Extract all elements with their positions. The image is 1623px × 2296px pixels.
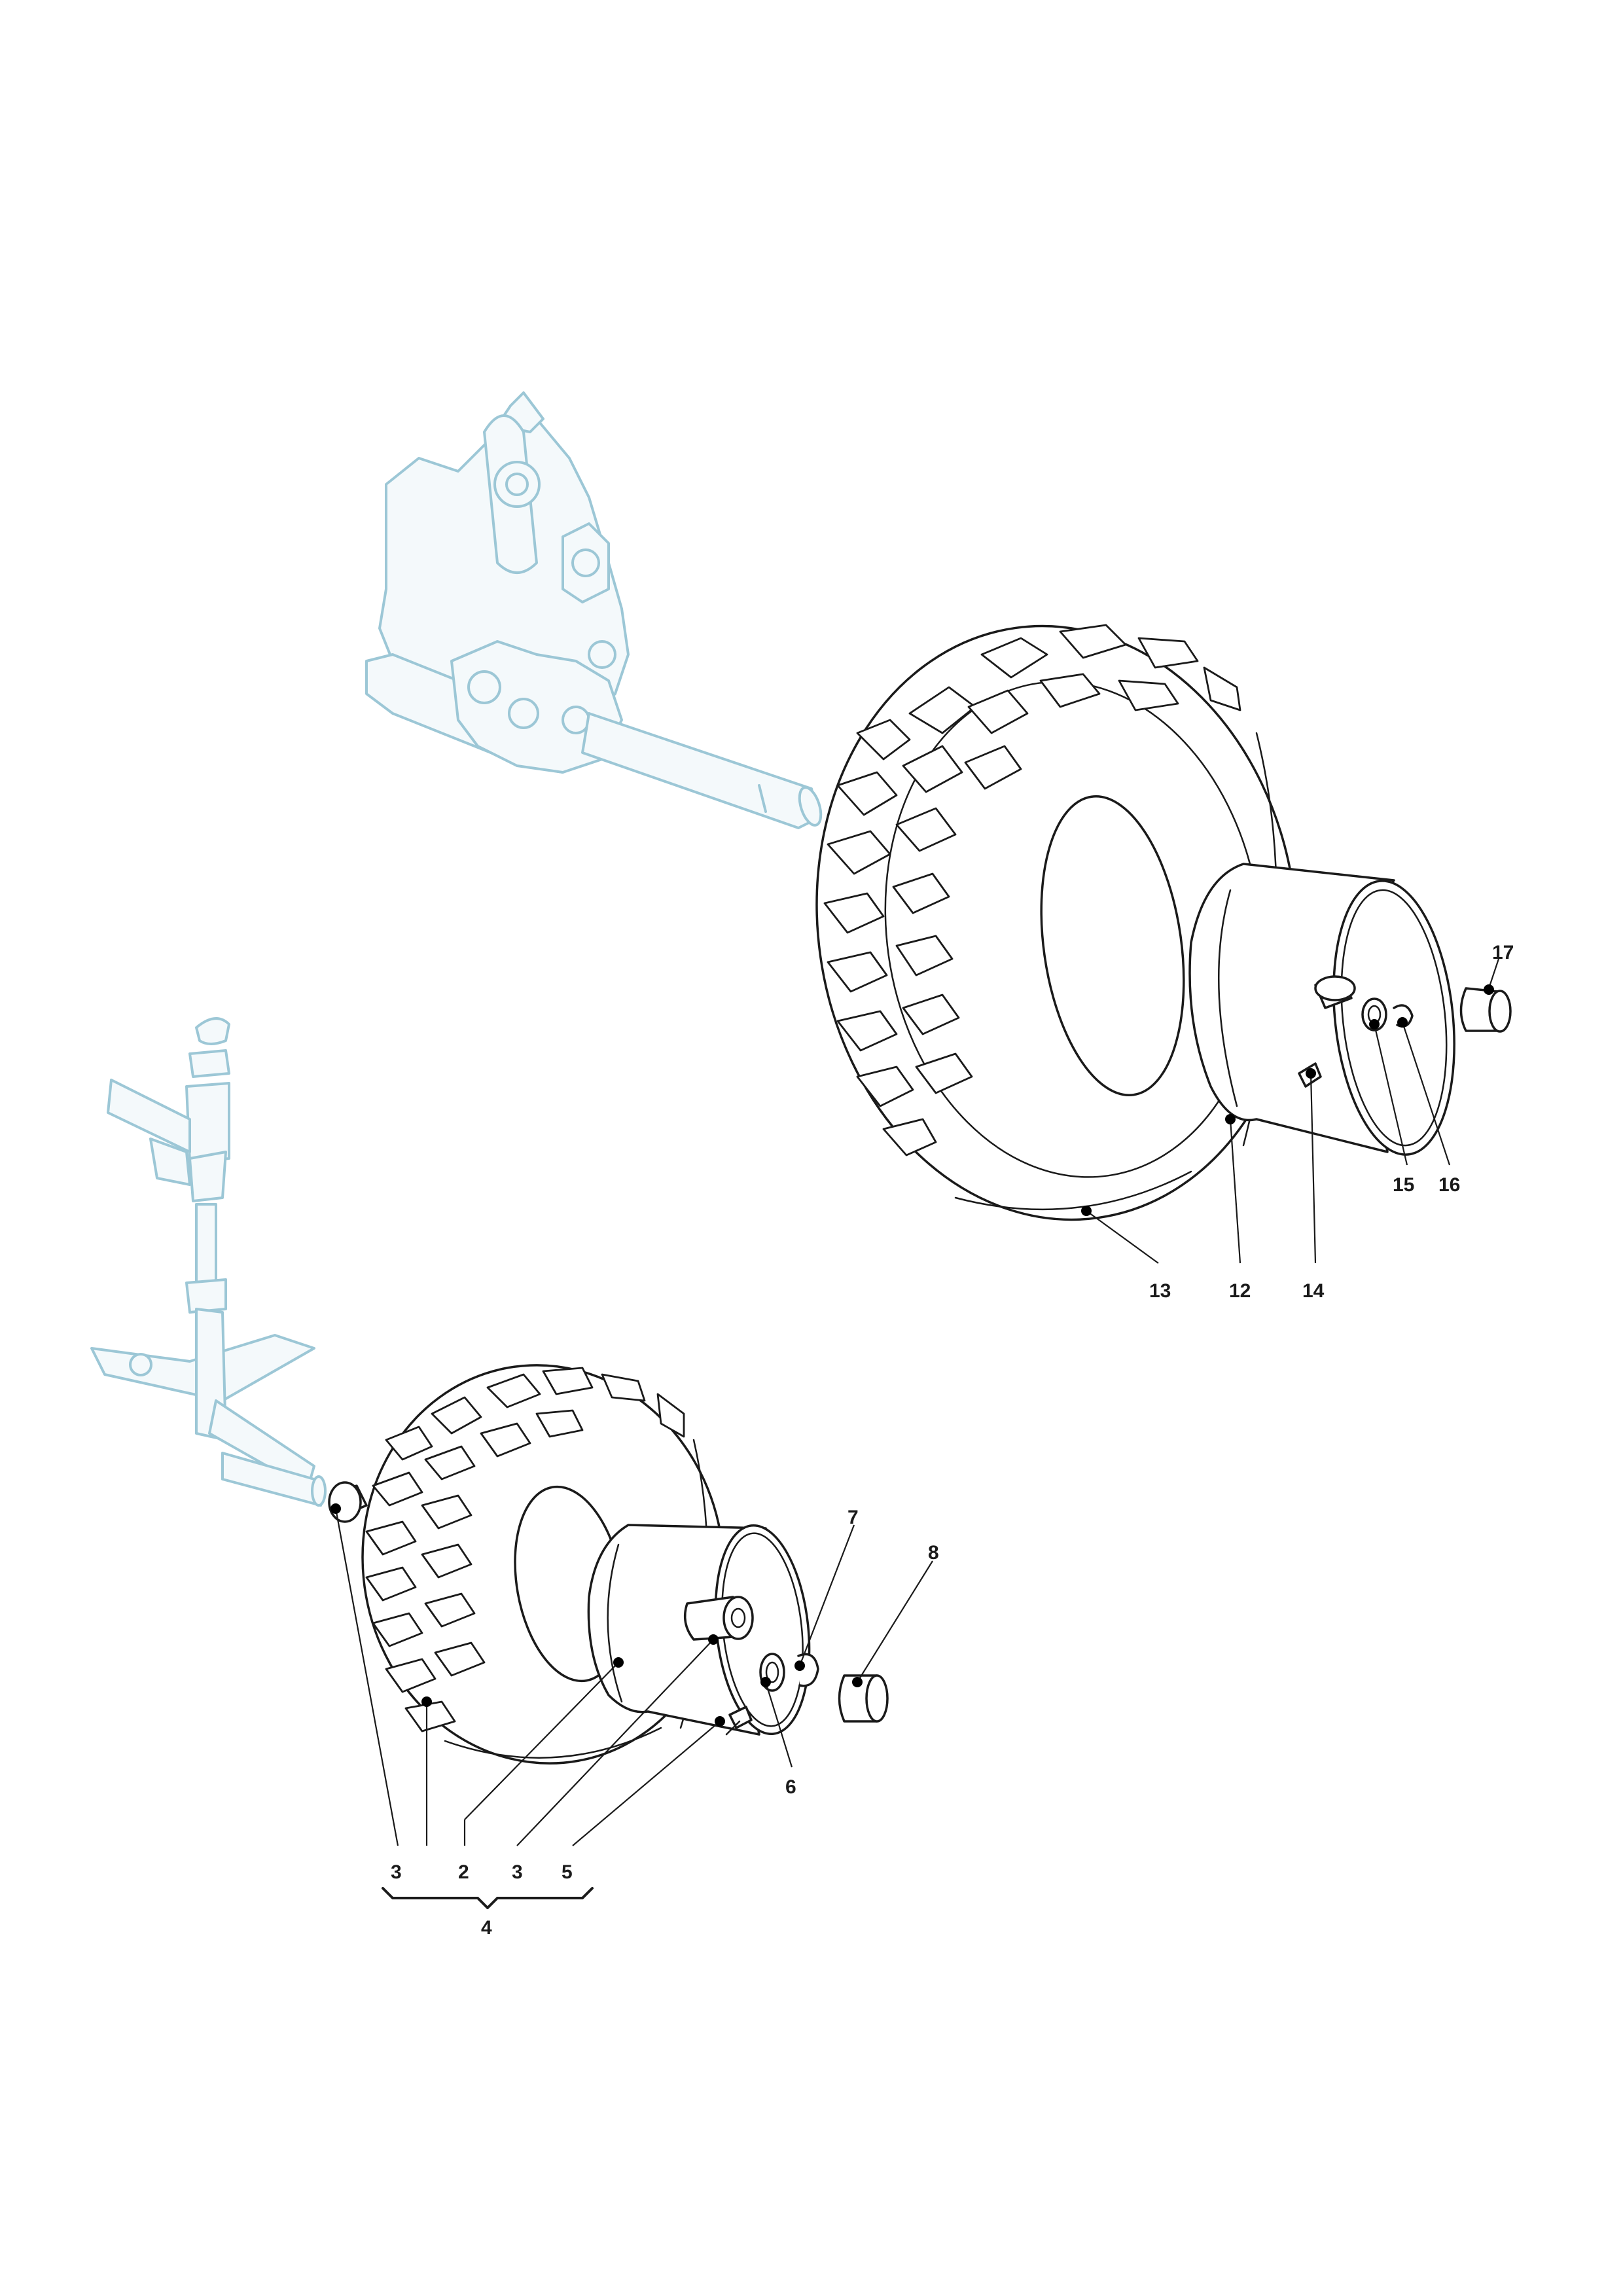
callout-17: 17	[1492, 942, 1514, 963]
front-tire-tread	[365, 1367, 685, 1732]
callout-labels: 17 15 16 13 12 14 7 8 6 3 2 3 5 4	[391, 942, 1514, 1939]
callout-8: 8	[928, 1542, 939, 1564]
leader-lines	[330, 958, 1500, 1846]
callout-14: 14	[1302, 1280, 1325, 1302]
ghost-steering-spindle	[90, 1017, 327, 1507]
ghost-transaxle	[365, 391, 823, 829]
group-brace	[382, 1887, 594, 1909]
callout-12: 12	[1229, 1280, 1251, 1302]
callout-6: 6	[785, 1776, 796, 1798]
front-hub-cap	[838, 1674, 889, 1723]
front-spacer	[328, 1481, 368, 1523]
callout-3-right: 3	[512, 1861, 523, 1883]
callout-3-left: 3	[391, 1861, 402, 1883]
callout-4: 4	[481, 1917, 492, 1939]
callout-2: 2	[458, 1861, 469, 1883]
front-hub-bushing	[683, 1596, 754, 1641]
rear-tire-tread	[823, 624, 1241, 1157]
callout-5: 5	[562, 1861, 573, 1883]
front-valve-stem	[725, 1706, 753, 1736]
rear-hub-cap	[1459, 987, 1512, 1033]
callout-15: 15	[1393, 1174, 1414, 1196]
front-rim	[587, 1524, 811, 1736]
callout-7: 7	[847, 1507, 859, 1528]
callout-13: 13	[1149, 1280, 1171, 1302]
callout-16: 16	[1438, 1174, 1460, 1196]
